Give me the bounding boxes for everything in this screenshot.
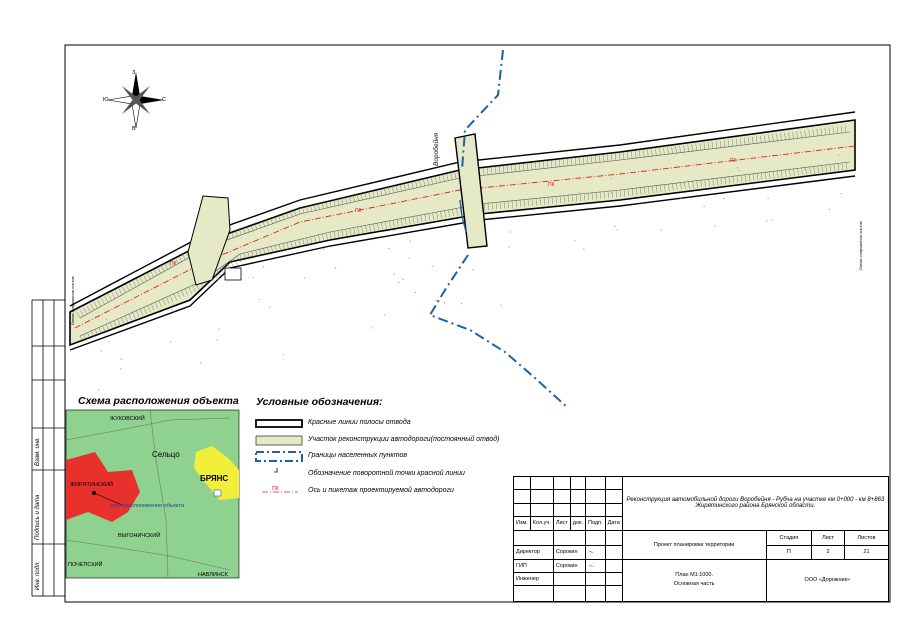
sheets-header: Листов xyxy=(844,530,888,546)
inset-label-vygonichsky: ВЫГОНИЧСКИЙ xyxy=(118,533,160,539)
road-name-label: Воробейня xyxy=(433,133,440,166)
inset-title: Схема расположения объекта xyxy=(78,395,239,407)
signature-1: 〜 xyxy=(585,546,605,559)
legend-symbols: ПК xyxy=(256,420,302,492)
legend-boundary-symbol xyxy=(256,452,302,461)
inset-label-object: месторасположения объекта xyxy=(110,503,184,509)
compass-label-right: С xyxy=(162,97,166,103)
legend-item-axis: Ось и пикетаж проектируемой автодороги xyxy=(308,487,454,494)
stage-header: Стадия xyxy=(766,530,812,546)
signature-2: 〜 xyxy=(585,559,605,572)
side-podpis: Подпись и дата xyxy=(35,495,41,540)
legend-turn-point-symbol xyxy=(274,468,277,472)
inset-label-bryansk: БРЯНС xyxy=(200,474,228,483)
inset-label-pochepsky: ПОЧЕПСКИЙ xyxy=(68,562,102,568)
legend-item-red-lines: Красные линии полосы отвода xyxy=(308,419,411,426)
side-vzam: Взам. инв. xyxy=(35,437,41,466)
inset-label-zhiryatinsky: ЖИРЯТИНСКИЙ xyxy=(70,482,113,488)
stage-value: П xyxy=(766,546,812,559)
inset-label-navlinsky: НАВЛИНСК xyxy=(198,572,228,578)
legend-item-road-area: Участок реконструкции автодороги(постоян… xyxy=(308,436,500,443)
inset-label-selco: Сельцо xyxy=(152,450,180,459)
svg-text:ПК: ПК xyxy=(548,182,555,188)
sheet-header: Лист xyxy=(812,530,845,546)
col-data: Дата xyxy=(605,517,622,530)
sheet-join-note-right: Линия сопряжения листов xyxy=(858,221,863,270)
west-junction xyxy=(188,196,230,285)
sheets-value: 21 xyxy=(844,546,888,559)
role-engineer: Инженер xyxy=(514,572,554,585)
role-gip: ГИП xyxy=(514,559,554,572)
legend-item-turn-point: Обозначение поворотной точки красной лин… xyxy=(308,470,465,477)
svg-text:ПК: ПК xyxy=(355,208,362,214)
name-director: Сорокин xyxy=(553,546,585,559)
legend-item-boundary: Границы населенных пунктов xyxy=(308,452,407,459)
legend-red-line-symbol xyxy=(256,420,302,427)
svg-text:ПК: ПК xyxy=(730,158,737,164)
col-podp: Подп. xyxy=(585,517,605,530)
compass-label-left: Ю xyxy=(103,97,109,103)
title-project: Реконструкция автомобильной дороги Вороб… xyxy=(622,477,888,531)
compass-rose xyxy=(108,72,164,128)
col-izm: Изм. xyxy=(514,517,531,530)
compass-label-top: З xyxy=(132,70,135,76)
title-block: Реконструкция автомобильной дороги Вороб… xyxy=(513,476,889,602)
legend-title: Условные обозначения: xyxy=(256,396,383,408)
sheet-join-note-left: Линия сопряжения листов xyxy=(70,276,75,325)
svg-text:ПК: ПК xyxy=(170,261,177,267)
plan-part: Основная часть xyxy=(625,580,764,589)
col-list: Лист xyxy=(553,517,570,530)
sheet-value: 2 xyxy=(812,546,845,559)
col-dok: док. xyxy=(570,517,585,530)
organization: ООО «Дорожник» xyxy=(766,559,888,601)
side-inv-podl: Инв. подл. xyxy=(35,561,41,590)
plan-scale: План М1:1000. xyxy=(625,571,764,580)
compass-label-bottom: В xyxy=(132,126,136,132)
settlement-boundary-south xyxy=(430,255,568,408)
doc-title: Проект планировки территории xyxy=(622,530,766,559)
building xyxy=(225,268,241,280)
legend-road-area-symbol xyxy=(256,436,302,445)
col-kol: Кол.уч. xyxy=(530,517,553,530)
inset-label-zhukovsky: ЖУКОВСКИЙ xyxy=(110,416,145,422)
svg-text:ПК: ПК xyxy=(272,486,279,492)
inset-map xyxy=(66,410,239,578)
name-gip: Сорокин xyxy=(553,559,585,572)
role-director: Директор xyxy=(514,546,554,559)
plan-cell: План М1:1000. Основная часть xyxy=(622,559,766,601)
